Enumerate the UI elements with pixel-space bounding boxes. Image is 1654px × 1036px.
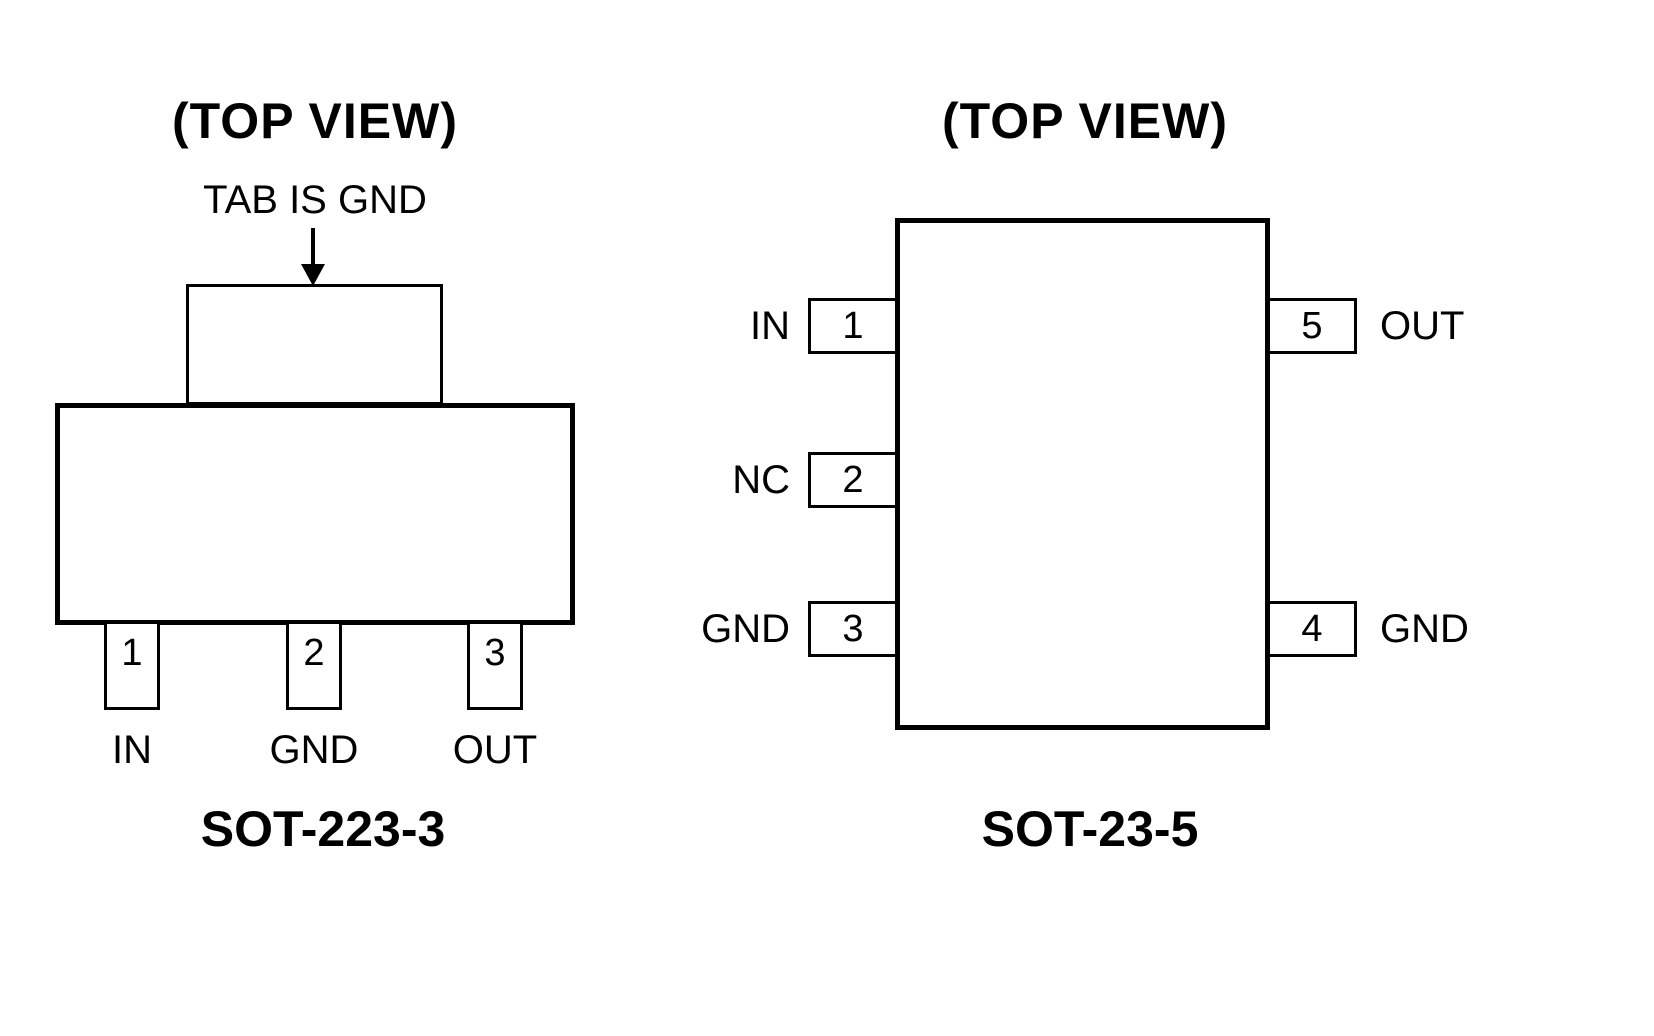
sot235-pin-4-label: GND — [1380, 607, 1469, 651]
sot223-tab-rect — [186, 284, 443, 405]
sot235-pin-2-number: 2 — [842, 458, 864, 501]
sot235-pin-5-label: OUT — [1380, 304, 1465, 348]
arrow-down-line — [311, 228, 315, 266]
tab-is-gnd-label: TAB IS GND — [203, 178, 427, 222]
sot235-pin-3-box: 3 — [808, 601, 898, 657]
sot223-pin-2-label: GND — [269, 728, 359, 772]
sot223-pin-3-box: 3 — [467, 621, 523, 710]
sot223-pin-3-label: OUT — [452, 728, 538, 772]
sot223-pin-2-number: 2 — [303, 632, 325, 674]
sot223-package-name: SOT-223-3 — [200, 801, 446, 857]
sot223-pin-1-label: IN — [112, 728, 152, 772]
sot235-pin-1-box: 1 — [808, 298, 898, 354]
sot235-pin-2-label: NC — [732, 458, 790, 502]
sot235-package-name: SOT-23-5 — [981, 801, 1199, 857]
sot235-pin-4-number: 4 — [1301, 607, 1323, 650]
sot235-pin-1-label: IN — [750, 304, 790, 348]
sot235-pin-3-label: GND — [701, 607, 790, 651]
right-top-view-heading: (TOP VIEW) — [942, 93, 1228, 149]
sot223-pin-3-number: 3 — [484, 632, 506, 674]
sot235-package-body — [895, 218, 1270, 730]
sot223-pin-1-box: 1 — [104, 621, 160, 710]
arrow-down-icon — [301, 264, 325, 286]
left-top-view-heading: (TOP VIEW) — [172, 93, 458, 149]
sot235-pin-4-box: 4 — [1267, 601, 1357, 657]
sot235-pin-1-number: 1 — [842, 304, 864, 347]
sot235-pin-2-box: 2 — [808, 452, 898, 508]
sot223-package-body — [55, 403, 575, 625]
sot223-pin-2-box: 2 — [286, 621, 342, 710]
sot235-pin-5-box: 5 — [1267, 298, 1357, 354]
sot235-pin-5-number: 5 — [1301, 304, 1323, 347]
sot223-pin-1-number: 1 — [121, 632, 143, 674]
sot235-pin-3-number: 3 — [842, 607, 864, 650]
